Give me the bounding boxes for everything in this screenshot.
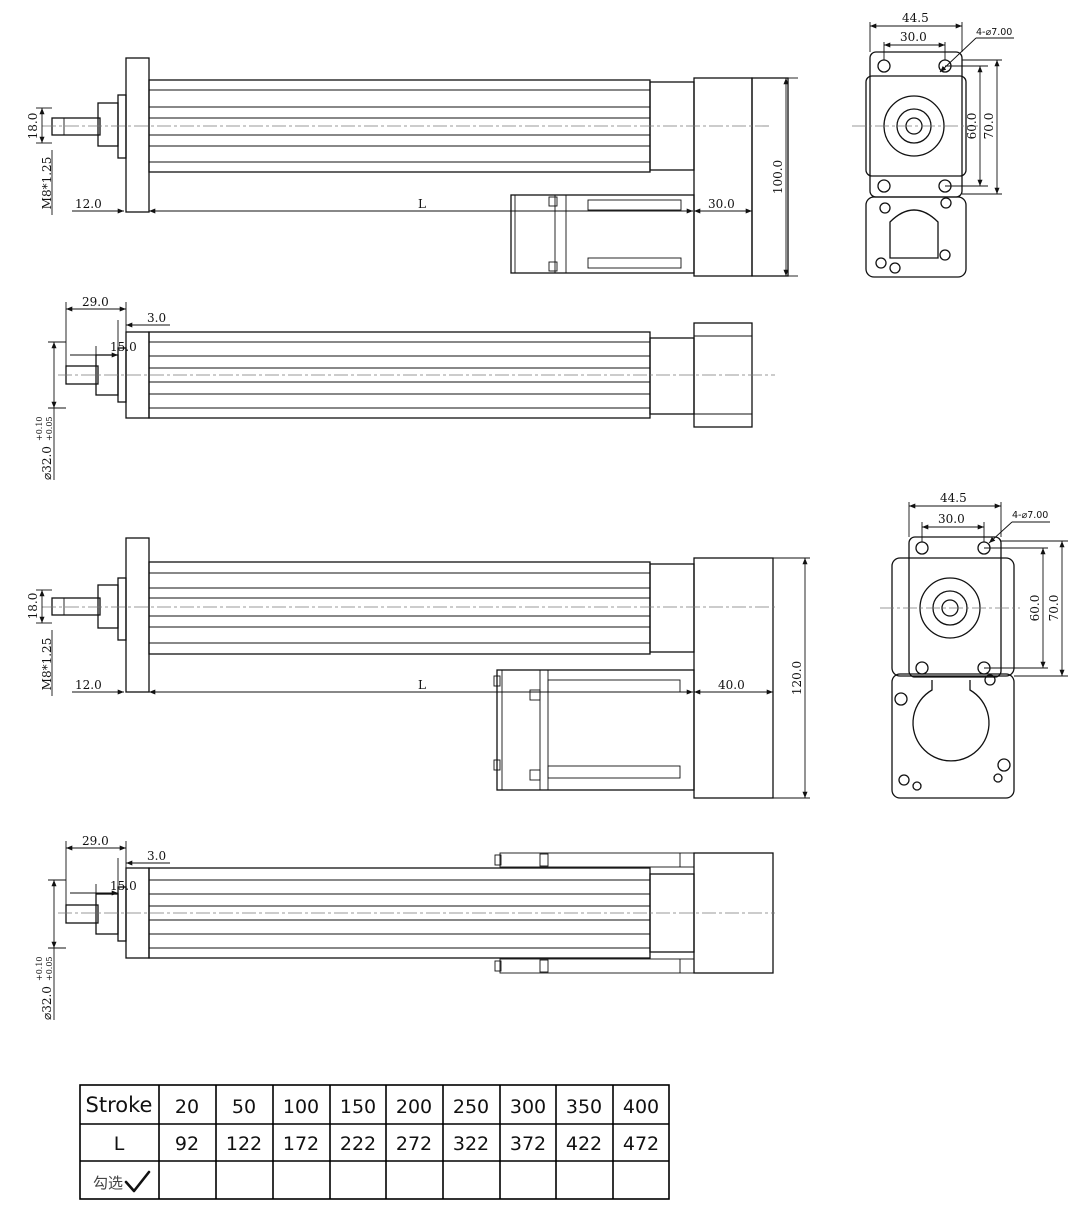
dim-height: 100.0	[771, 160, 785, 194]
dim-mount-dia-2: ⌀32.0	[40, 986, 54, 1020]
dim-tip-2: 12.0	[75, 678, 102, 692]
dim-inner: 60.0	[965, 113, 979, 140]
dim-L-2: L	[418, 678, 426, 692]
table-row-stroke: 20 50 100 150 200 250 300 350 400	[175, 1096, 659, 1118]
table-cell: 92	[175, 1133, 199, 1155]
check-cell-400[interactable]	[614, 1162, 668, 1198]
table-cell: 372	[510, 1133, 546, 1155]
dim-width: 44.5	[902, 11, 929, 25]
dim-holes-2: 4-⌀7.00	[1012, 510, 1048, 521]
dim-rod-dia: 18.0	[26, 113, 40, 140]
check-cell-100[interactable]	[274, 1162, 329, 1198]
dim-boss-2: 15.0	[110, 879, 137, 893]
table-cell: 472	[623, 1133, 659, 1155]
dim-rod-ext: 29.0	[82, 295, 109, 309]
dim-mount-dia: ⌀32.0	[40, 446, 54, 480]
dim-width-2: 44.5	[940, 491, 967, 505]
dim-height-2: 120.0	[790, 661, 804, 695]
dim-hole-spacing-2: 30.0	[938, 512, 965, 526]
side-view-2: 18.0 M8*1.25 12.0 L 40.0 120.0	[26, 537, 810, 799]
dim-thread-2: M8*1.25	[40, 638, 54, 691]
table-cell: 20	[175, 1096, 199, 1118]
check-cell-350[interactable]	[557, 1162, 612, 1198]
check-cell-250[interactable]	[444, 1162, 499, 1198]
dim-offset: 30.0	[708, 197, 735, 211]
dim-step: 3.0	[147, 311, 166, 325]
dim-tol-minus-2: +0.05	[45, 956, 54, 981]
table-cell: 122	[226, 1133, 262, 1155]
dim-inner-2: 60.0	[1028, 595, 1042, 622]
check-cell-200[interactable]	[387, 1162, 442, 1198]
top-view-1: 29.0 3.0 15.0 ⌀32.0 +0.10 +0.05	[35, 295, 775, 480]
check-cell-20[interactable]	[160, 1162, 215, 1198]
table-header-stroke: Stroke	[86, 1093, 153, 1117]
table-cell: 200	[396, 1096, 432, 1118]
check-cell-300[interactable]	[501, 1162, 555, 1198]
table-cell: 422	[566, 1133, 602, 1155]
dim-rod-ext-2: 29.0	[82, 834, 109, 848]
dim-thread: M8*1.25	[40, 157, 54, 210]
table-cell: 222	[340, 1133, 376, 1155]
dim-outer-2: 70.0	[1047, 595, 1061, 622]
end-view-2: 44.5 30.0 4-⌀7.00 60.0 70.0	[880, 491, 1068, 799]
table-row-length: 92 122 172 222 272 322 372 422 472	[175, 1133, 659, 1155]
table-cell: 400	[623, 1096, 659, 1118]
dim-tol-minus: +0.05	[45, 416, 54, 441]
table-cell: 272	[396, 1133, 432, 1155]
dim-outer: 70.0	[982, 113, 996, 140]
dim-L: L	[418, 197, 426, 211]
dim-tol-plus-2: +0.10	[35, 956, 44, 981]
dim-hole-spacing: 30.0	[900, 30, 927, 44]
dim-boss: 15.0	[110, 340, 137, 354]
table-header-check: 勾选	[93, 1174, 123, 1192]
table-cell: 150	[340, 1096, 376, 1118]
table-cell: 50	[232, 1096, 256, 1118]
check-mark-icon	[124, 1170, 151, 1193]
dim-step-2: 3.0	[147, 849, 166, 863]
dim-holes: 4-⌀7.00	[976, 27, 1012, 38]
table-cell: 250	[453, 1096, 489, 1118]
side-view-1: 18.0 M8*1.25 12.0 L 30.0 100.0	[26, 57, 798, 277]
table-header-l: L	[114, 1133, 125, 1155]
table-cell: 172	[283, 1133, 319, 1155]
dim-rod-dia-2: 18.0	[26, 593, 40, 620]
table-row-check	[160, 1162, 668, 1198]
check-cell-150[interactable]	[331, 1162, 385, 1198]
dim-tip: 12.0	[75, 197, 102, 211]
table-cell: 322	[453, 1133, 489, 1155]
table-cell: 350	[566, 1096, 602, 1118]
table-cell: 100	[283, 1096, 319, 1118]
dim-offset-2: 40.0	[718, 678, 745, 692]
check-cell-50[interactable]	[217, 1162, 272, 1198]
top-view-2: 29.0 3.0 15.0 ⌀32.0 +0.10 +0.05	[35, 834, 775, 1020]
table-cell: 300	[510, 1096, 546, 1118]
stroke-table: Stroke L 勾选 20 50 100 150 200 250 300 35…	[79, 1084, 670, 1200]
dim-tol-plus: +0.10	[35, 416, 44, 441]
end-view-1: 44.5 30.0 4-⌀7.00 60.0 70.0	[852, 11, 1014, 278]
